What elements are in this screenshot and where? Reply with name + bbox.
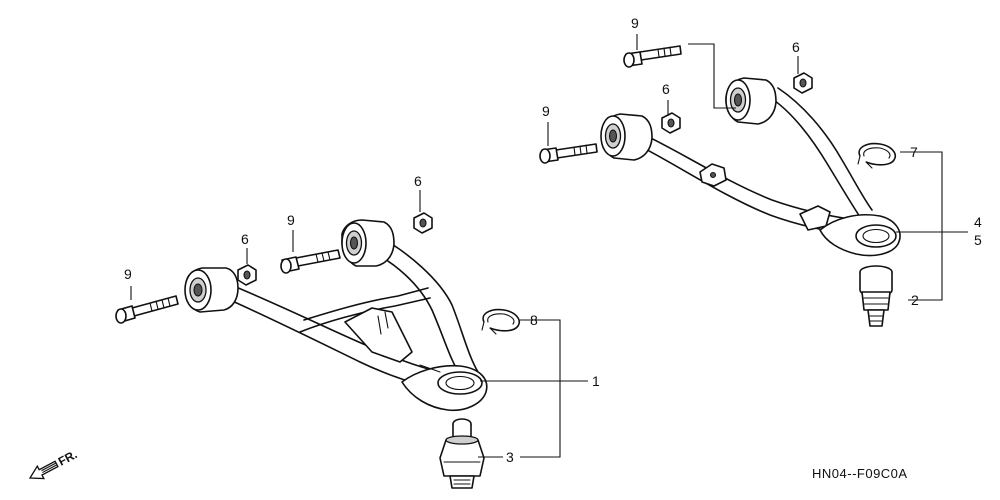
bolt-9-lower-front <box>115 295 179 324</box>
bolt-9-upper-rear <box>623 45 682 68</box>
nut-6-lower-rear <box>413 212 433 234</box>
nut-6-upper-rear <box>793 72 813 94</box>
front-label: FR. <box>56 447 80 468</box>
nut-6-upper-front <box>661 112 681 134</box>
callout-1: 1 <box>592 373 600 389</box>
circlip-7 <box>857 142 896 169</box>
callout-7: 7 <box>910 144 918 160</box>
ball-joint-3 <box>439 418 485 489</box>
callout-9: 9 <box>124 266 132 282</box>
front-arrow-icon <box>28 460 59 480</box>
upper-arm-assembly <box>600 77 901 257</box>
callout-8: 8 <box>530 312 538 328</box>
bolt-9-upper-front <box>539 143 598 164</box>
lower-rear-bushing <box>341 219 395 267</box>
upper-rear-bushing <box>725 77 777 125</box>
callout-6: 6 <box>662 81 670 97</box>
callout-6: 6 <box>241 231 249 247</box>
lower-arm-assembly <box>184 219 488 412</box>
circlip-8 <box>481 308 520 335</box>
callout-2: 2 <box>911 292 919 308</box>
callout-6: 6 <box>414 173 422 189</box>
leader-lines <box>130 34 968 458</box>
callout-4: 4 <box>974 214 982 230</box>
nut-6-lower-front <box>237 264 257 286</box>
callout-9: 9 <box>631 15 639 31</box>
upper-front-bushing <box>600 113 653 161</box>
callout-labels: 9 9 6 6 1 8 3 9 9 6 6 7 4 5 2 <box>124 15 982 465</box>
lower-front-bushing <box>184 267 239 313</box>
callout-5: 5 <box>974 232 982 248</box>
callout-6: 6 <box>792 39 800 55</box>
callout-9: 9 <box>542 103 550 119</box>
callout-3: 3 <box>506 449 514 465</box>
ball-joint-2 <box>859 265 893 327</box>
callout-9: 9 <box>287 212 295 228</box>
diagram-code: HN04--F09C0A <box>812 466 908 481</box>
bolt-9-lower-rear <box>280 249 341 274</box>
front-direction-indicator: FR. <box>28 447 80 480</box>
